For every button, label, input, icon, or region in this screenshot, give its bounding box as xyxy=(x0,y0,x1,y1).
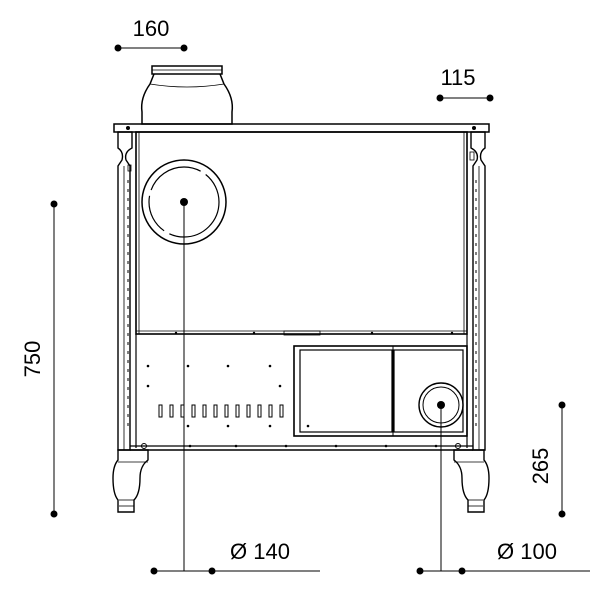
dimension-overall-height: 750 xyxy=(20,200,58,518)
stove-leg-right xyxy=(453,449,490,513)
vent-slots xyxy=(158,404,284,418)
dim-label-160: 160 xyxy=(133,16,170,41)
dimension-top-flue-width: 160 xyxy=(114,16,188,52)
dim-label-750: 750 xyxy=(20,341,45,378)
rear-access-covers xyxy=(293,345,468,437)
dimension-top-flue-diameter: Ø 140 xyxy=(150,198,320,575)
dimension-rear-outlet-diameter: Ø 100 xyxy=(416,401,590,575)
dim-label-265: 265 xyxy=(528,448,553,485)
dim-label-diameter-100: Ø 100 xyxy=(497,539,557,564)
dim-label-115: 115 xyxy=(440,65,475,90)
top-flue-collar xyxy=(140,65,234,125)
rivet-dots xyxy=(146,364,438,448)
dim-label-diameter-140: Ø 140 xyxy=(230,539,290,564)
stove-leg-left xyxy=(112,449,149,513)
dimension-rear-offset: 115 xyxy=(436,65,494,102)
stove-body xyxy=(113,123,490,451)
dimension-rear-outlet-height: 265 xyxy=(528,401,566,518)
